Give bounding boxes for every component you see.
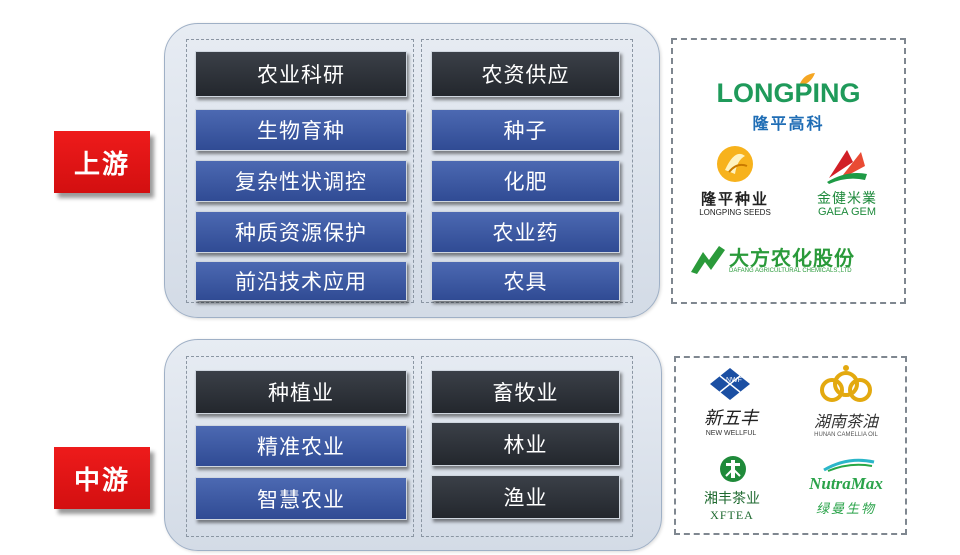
upstream-box-frontier-tech: 前沿技术应用 (195, 261, 407, 301)
dafang-cn: 大方农化股份 (729, 246, 855, 270)
xftea-icon (720, 456, 746, 482)
hunan-camellia-logo: 湖南茶油 HUNAN CAMELLIA OIL (794, 364, 898, 448)
midstream-box-smart-agri: 智慧农业 (195, 477, 407, 520)
gaea-gem-cn: 金健米業 (817, 191, 877, 207)
longping-leaf-icon (799, 73, 815, 86)
midstream-left-column (186, 356, 414, 537)
upstream-tag: 上游 (54, 131, 150, 193)
nutramax-cn: 绿曼生物 (815, 502, 876, 517)
xftea-cn: 湘丰茶业 (704, 491, 760, 507)
longping-seeds-cn: 隆平种业 (700, 190, 769, 208)
upstream-box-pesticide: 农业药 (431, 211, 620, 253)
nutramax-swoosh-icon (823, 458, 875, 472)
longping-cn: 隆平高科 (752, 114, 825, 133)
new-wellful-cn: 新五丰 (704, 408, 758, 429)
upstream-box-agri-research: 农业科研 (195, 51, 407, 97)
midstream-box-precision-agri: 精准农业 (195, 425, 407, 467)
dafang-en: DAFANG AGRICULTURAL CHEMICALS.,LTD (729, 268, 852, 274)
nutramax-logo: NutraMax 绿曼生物 (794, 458, 898, 528)
midstream-box-forestry: 林业 (431, 422, 620, 466)
longping-seeds-icon (717, 146, 753, 182)
dafang-icon (691, 246, 725, 274)
camellia-en: HUNAN CAMELLIA OIL (814, 432, 878, 438)
upstream-logo-panel: LONGPING 隆平高科 隆平种业 LONGPING SEEDS 金健米業 G… (671, 38, 906, 304)
upstream-box-farm-tools: 农具 (431, 261, 620, 301)
upstream-box-trait-regulation: 复杂性状调控 (195, 160, 407, 202)
midstream-tag: 中游 (54, 447, 150, 509)
camellia-icon (820, 365, 872, 402)
new-wellful-icon (710, 368, 750, 400)
upstream-right-column (421, 39, 633, 303)
nwf-badge: NWF (726, 377, 742, 384)
longping-seeds-logo: 隆平种业 LONGPING SEEDS (687, 144, 783, 220)
longping-en: LONGPING (716, 78, 861, 108)
midstream-logo-panel: NWF 新五丰 NEW WELLFUL 湖南茶油 HUNAN CAMELLIA … (674, 356, 907, 535)
midstream-box-fishery: 渔业 (431, 475, 620, 519)
upstream-box-fertilizer: 化肥 (431, 160, 620, 202)
upstream-box-germplasm-protection: 种质资源保护 (195, 211, 407, 253)
camellia-cn: 湖南茶油 (813, 412, 878, 431)
xftea-en: XFTEA (710, 508, 754, 522)
midstream-right-column (421, 356, 633, 537)
longping-seeds-en: LONGPING SEEDS (699, 208, 771, 217)
midstream-box-livestock: 畜牧业 (431, 370, 620, 414)
gaea-gem-logo: 金健米業 GAEA GEM (801, 144, 893, 220)
gaea-gem-en: GAEA GEM (817, 206, 877, 218)
upstream-box-bio-breeding: 生物育种 (195, 109, 407, 151)
upstream-box-agri-supply: 农资供应 (431, 51, 620, 97)
dafang-logo: 大方农化股份 DAFANG AGRICULTURAL CHEMICALS.,LT… (685, 242, 895, 282)
gaea-gem-icon (827, 150, 867, 184)
upstream-box-seeds: 种子 (431, 109, 620, 151)
upstream-left-column (186, 39, 414, 303)
nutramax-en: NutraMax (809, 474, 883, 493)
new-wellful-en: NEW WELLFUL (705, 430, 757, 437)
midstream-box-planting: 种植业 (195, 370, 407, 414)
xftea-logo: 湘丰茶业 XFTEA (686, 454, 778, 528)
longping-logo: LONGPING 隆平高科 (673, 73, 904, 136)
new-wellful-logo: NWF 新五丰 NEW WELLFUL (684, 366, 778, 446)
